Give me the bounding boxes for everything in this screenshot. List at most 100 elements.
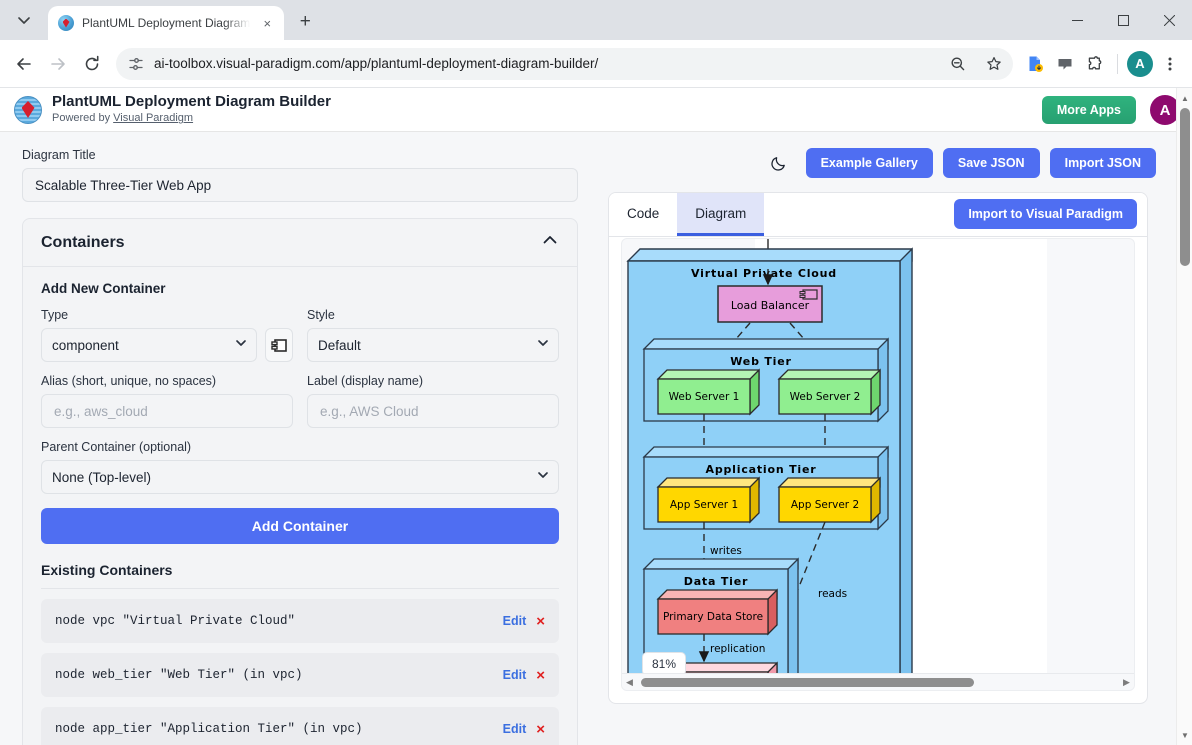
address-bar[interactable]: ai-toolbox.visual-paradigm.com/app/plant…	[116, 47, 1013, 80]
containers-card-body: Add New Container Type component	[23, 267, 577, 745]
window-minimize-button[interactable]	[1054, 0, 1100, 40]
container-code-text: node vpc "Virtual Private Cloud"	[55, 614, 296, 628]
page-scroll-up-icon[interactable]: ▲	[1181, 93, 1189, 103]
forward-icon[interactable]	[42, 48, 74, 80]
tab-diagram[interactable]: Diagram	[677, 193, 765, 236]
container-code-text: node web_tier "Web Tier" (in vpc)	[55, 668, 303, 682]
parent-container-select[interactable]: None (Top-level)	[41, 460, 559, 494]
primary-data-store-label: Primary Data Store	[663, 611, 763, 623]
display-label-field: Label (display name)	[307, 374, 559, 428]
preview-tabs: Code Diagram Import to Visual Paradigm	[609, 193, 1147, 237]
back-icon[interactable]	[8, 48, 40, 80]
alias-input[interactable]	[41, 394, 293, 428]
containers-card: Containers Add New Container Type	[22, 218, 578, 745]
extensions-puzzle-icon[interactable]	[1081, 50, 1109, 78]
scroll-left-icon[interactable]: ◀	[626, 676, 633, 687]
edit-container-link[interactable]: Edit	[502, 614, 527, 628]
tab-favicon-icon	[58, 15, 74, 31]
chevron-up-icon[interactable]	[541, 231, 559, 254]
diagram-title-input[interactable]	[22, 168, 578, 202]
containers-card-header[interactable]: Containers	[23, 219, 577, 267]
parent-container-field: Parent Container (optional) None (Top-le…	[41, 440, 559, 494]
application-tier-label: Application Tier	[706, 463, 817, 476]
bookmark-star-icon[interactable]	[981, 51, 1007, 77]
alias-label-row: Alias (short, unique, no spaces) Label (…	[41, 374, 559, 428]
deployment-diagram: Virtual Private Cloud Load Balancer	[626, 239, 913, 690]
tab-code[interactable]: Code	[627, 205, 660, 221]
delete-container-icon[interactable]: ×	[536, 666, 545, 684]
diagram-horizontal-scrollbar[interactable]: ◀ ▶	[622, 673, 1134, 690]
page-scroll-thumb[interactable]	[1180, 108, 1190, 266]
existing-divider	[41, 588, 559, 589]
add-new-container-title: Add New Container	[41, 281, 166, 296]
page-content: PlantUML Deployment Diagram Builder Powe…	[0, 88, 1192, 745]
page-title: PlantUML Deployment Diagram Builder	[52, 93, 331, 110]
window-close-button[interactable]	[1146, 0, 1192, 40]
web-tier-label: Web Tier	[730, 355, 791, 368]
diagram-canvas[interactable]: Virtual Private Cloud Load Balancer	[621, 238, 1135, 691]
edit-container-link[interactable]: Edit	[502, 722, 527, 736]
browser-tab[interactable]: PlantUML Deployment Diagram ×	[48, 6, 285, 40]
moon-icon[interactable]	[766, 150, 792, 176]
component-shape-icon[interactable]	[265, 328, 293, 362]
scroll-track[interactable]	[637, 674, 1119, 691]
container-list-item[interactable]: node app_tier "Application Tier" (in vpc…	[41, 707, 559, 745]
alias-field: Alias (short, unique, no spaces)	[41, 374, 293, 428]
user-avatar[interactable]: A	[1150, 95, 1180, 125]
tab-search-icon[interactable]	[4, 3, 44, 37]
vpc-label: Virtual Private Cloud	[691, 267, 837, 280]
browser-profile-avatar[interactable]: A	[1126, 50, 1154, 78]
reload-icon[interactable]	[76, 48, 108, 80]
cast-icon[interactable]	[1051, 50, 1079, 78]
edit-container-link[interactable]: Edit	[502, 668, 527, 682]
style-field: Style Default	[307, 308, 559, 362]
app-server-2-label: App Server 2	[791, 499, 859, 511]
builder-form-panel: Diagram Title Containers Add New Contain…	[0, 132, 600, 745]
example-gallery-button[interactable]: Example Gallery	[805, 148, 933, 178]
display-name-input[interactable]	[307, 394, 559, 428]
zoom-out-icon[interactable]	[945, 51, 971, 77]
type-select[interactable]: component	[41, 328, 257, 362]
containers-card-title: Containers	[41, 233, 125, 251]
new-tab-button[interactable]: +	[299, 11, 311, 32]
zoom-level-badge[interactable]: 81%	[642, 652, 687, 676]
preview-panel: Example Gallery Save JSON Import JSON Co…	[600, 132, 1192, 745]
save-json-button[interactable]: Save JSON	[942, 148, 1040, 178]
scroll-right-icon[interactable]: ▶	[1123, 676, 1130, 687]
app-header-text: PlantUML Deployment Diagram Builder Powe…	[52, 93, 331, 126]
import-json-button[interactable]: Import JSON	[1049, 148, 1156, 178]
downloads-icon[interactable]	[1021, 50, 1049, 78]
visual-paradigm-logo-icon	[14, 95, 42, 124]
add-container-button[interactable]: Add Container	[41, 508, 559, 544]
scroll-thumb[interactable]	[641, 677, 974, 687]
display-label: Label (display name)	[307, 374, 424, 388]
tab-close-icon[interactable]: ×	[263, 15, 272, 31]
container-list-item[interactable]: node vpc "Virtual Private Cloud" Edit ×	[41, 599, 559, 643]
delete-container-icon[interactable]: ×	[536, 612, 545, 630]
style-label: Style	[307, 308, 335, 322]
import-to-visual-paradigm-button[interactable]: Import to Visual Paradigm	[954, 199, 1137, 229]
site-settings-icon[interactable]	[128, 56, 144, 72]
data-tier-label: Data Tier	[684, 575, 748, 588]
type-field: Type component	[41, 308, 293, 362]
style-select[interactable]: Default	[307, 328, 559, 362]
browser-tab-strip: PlantUML Deployment Diagram × +	[0, 0, 1192, 40]
visual-paradigm-link[interactable]: Visual Paradigm	[113, 112, 194, 125]
url-text: ai-toolbox.visual-paradigm.com/app/plant…	[154, 56, 599, 71]
powered-by-text: Powered by Visual Paradigm	[52, 112, 194, 125]
app-header: PlantUML Deployment Diagram Builder Powe…	[0, 88, 1192, 132]
container-list-item[interactable]: node web_tier "Web Tier" (in vpc) Edit ×	[41, 653, 559, 697]
more-apps-button[interactable]: More Apps	[1041, 96, 1136, 124]
writes-edge-label: writes	[710, 545, 742, 557]
web-server-2-label: Web Server 2	[790, 391, 861, 403]
existing-containers-title: Existing Containers	[41, 562, 173, 578]
window-maximize-button[interactable]	[1100, 0, 1146, 40]
page-scroll-down-icon[interactable]: ▼	[1181, 730, 1189, 740]
web-server-1-label: Web Server 1	[669, 391, 740, 403]
delete-container-icon[interactable]: ×	[536, 720, 545, 738]
window-controls	[1054, 0, 1192, 40]
app-server-1-label: App Server 1	[670, 499, 738, 511]
browser-menu-icon[interactable]	[1156, 50, 1184, 78]
page-scrollbar[interactable]: ▲ ▼	[1176, 88, 1192, 745]
